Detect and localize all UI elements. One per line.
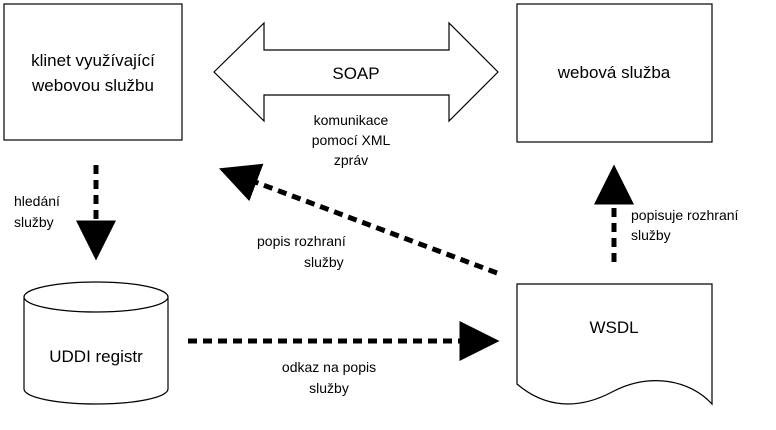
- description-link-label-line-2: služby: [309, 380, 349, 396]
- interface-description-connector: popis rozhraní služby: [218, 163, 498, 276]
- find-service-label-line-2: služby: [14, 214, 54, 230]
- soap-caption-line-3: zpráv: [334, 152, 368, 168]
- client-box: [3, 3, 183, 141]
- web-service-label: webová služba: [557, 63, 671, 82]
- client-node: klinet využívající webovou službu: [3, 3, 183, 141]
- find-service-label-line-1: hledání: [14, 193, 60, 209]
- wsdl-node: WSDL: [516, 283, 713, 406]
- web-service-box: [516, 3, 713, 143]
- interface-description-label-line-1: popis rozhraní: [257, 233, 346, 249]
- soap-caption-line-1: komunikace: [314, 112, 389, 128]
- client-label-line-1: klinet využívající: [31, 51, 155, 70]
- web-service-node: webová služba: [516, 3, 713, 143]
- uddi-cylinder-body: [23, 297, 169, 405]
- soap-connector: SOAP komunikace pomocí XML zpráv: [213, 21, 499, 168]
- interface-description-label-line-2: služby: [304, 254, 344, 270]
- uddi-label: UDDI registr: [49, 347, 143, 366]
- description-link-connector: odkaz na popis služby: [188, 321, 500, 396]
- description-link-label-line-1: odkaz na popis: [282, 359, 376, 375]
- soap-double-arrow: [213, 21, 499, 123]
- find-service-connector: hledání služby: [14, 165, 116, 261]
- describes-interface-label-line-1: popisuje rozhraní: [631, 207, 739, 223]
- describes-interface-connector: popisuje rozhraní služby: [594, 164, 739, 262]
- client-label-line-2: webovou službu: [31, 76, 154, 95]
- uddi-cylinder-top: [23, 281, 169, 313]
- uddi-node: UDDI registr: [23, 281, 169, 405]
- wsdl-document-shape: [516, 283, 713, 406]
- interface-description-arrow: [218, 163, 498, 276]
- soap-caption-line-2: pomocí XML: [312, 132, 391, 148]
- soap-label: SOAP: [332, 64, 379, 83]
- wsdl-label: WSDL: [589, 318, 638, 337]
- describes-interface-label-line-2: služby: [631, 227, 671, 243]
